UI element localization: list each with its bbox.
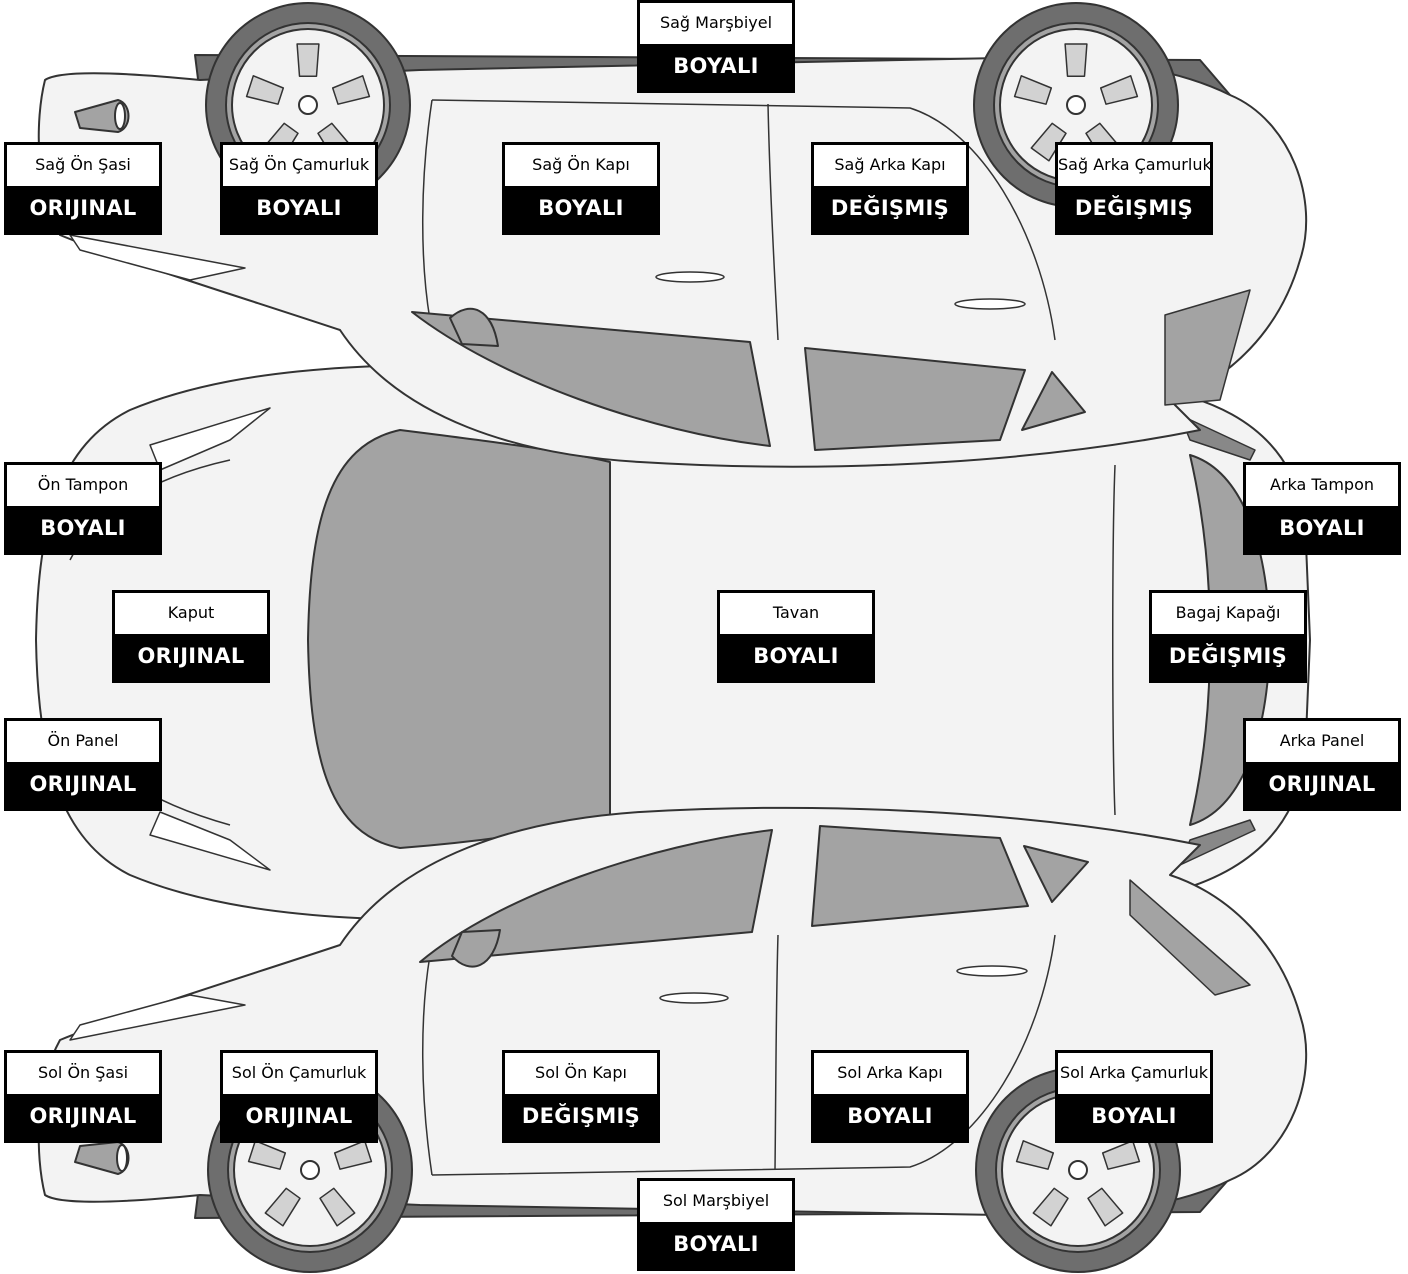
part-name: Sağ Marşbiyel [640, 3, 792, 44]
part-name: Arka Panel [1246, 721, 1398, 762]
part-name: Ön Panel [7, 721, 159, 762]
part-name: Sağ Ön Çamurluk [223, 145, 375, 186]
wheel-spoke [296, 43, 320, 77]
part-name: Sol Ön Şasi [7, 1053, 159, 1094]
part-label-sag-arka-camurluk[interactable]: Sağ Arka Çamurluk DEĞIŞMIŞ [1055, 142, 1213, 235]
part-name: Sol Ön Kapı [505, 1053, 657, 1094]
part-name: Sağ Ön Şasi [7, 145, 159, 186]
part-status: DEĞIŞMIŞ [521, 1104, 641, 1128]
wheel-spoke [1030, 122, 1067, 162]
part-name: Sağ Arka Çamurluk [1058, 145, 1210, 186]
wheel-spoke [1032, 1187, 1069, 1227]
part-name: Arka Tampon [1246, 465, 1398, 506]
part-label-sag-on-kapi[interactable]: Sağ Ön Kapı BOYALI [502, 142, 660, 235]
part-status: BOYALI [256, 196, 342, 220]
part-status: BOYALI [40, 516, 126, 540]
top-view-car [35, 363, 1311, 922]
wheel-spoke [319, 1187, 356, 1227]
part-name: Sol Arka Çamurluk [1058, 1053, 1210, 1094]
part-label-sag-on-camurluk[interactable]: Sağ Ön Çamurluk BOYALI [220, 142, 378, 235]
part-status: BOYALI [847, 1104, 933, 1128]
part-status: BOYALI [753, 644, 839, 668]
part-label-bagaj-kapagi[interactable]: Bagaj Kapağı DEĞIŞMIŞ [1149, 590, 1307, 683]
part-name: Tavan [720, 593, 872, 634]
part-status: BOYALI [1279, 516, 1365, 540]
part-name: Sol Arka Kapı [814, 1053, 966, 1094]
part-label-sol-marsbiyel[interactable]: Sol Marşbiyel BOYALI [637, 1178, 795, 1271]
part-name: Sağ Ön Kapı [505, 145, 657, 186]
part-label-arka-tampon[interactable]: Arka Tampon BOYALI [1243, 462, 1401, 555]
wheel-spoke [1064, 43, 1088, 77]
top-windshield [307, 429, 611, 849]
part-status: DEĞIŞMIŞ [830, 196, 950, 220]
part-label-kaput[interactable]: Kaput ORIJINAL [112, 590, 270, 683]
part-label-on-tampon[interactable]: Ön Tampon BOYALI [4, 462, 162, 555]
part-label-on-panel[interactable]: Ön Panel ORIJINAL [4, 718, 162, 811]
wheel-spoke [1087, 1187, 1124, 1227]
part-label-sol-on-sasi[interactable]: Sol Ön Şasi ORIJINAL [4, 1050, 162, 1143]
part-status: ORIJINAL [29, 1104, 137, 1128]
part-name: Ön Tampon [7, 465, 159, 506]
wheel-spoke [333, 1140, 373, 1170]
part-label-tavan[interactable]: Tavan BOYALI [717, 590, 875, 683]
wheel-spoke [1013, 75, 1053, 105]
part-status: ORIJINAL [29, 772, 137, 796]
part-label-sag-on-sasi[interactable]: Sağ Ön Şasi ORIJINAL [4, 142, 162, 235]
part-label-sol-on-camurluk[interactable]: Sol Ön Çamurluk ORIJINAL [220, 1050, 378, 1143]
part-label-arka-panel[interactable]: Arka Panel ORIJINAL [1243, 718, 1401, 811]
part-label-sol-arka-camurluk[interactable]: Sol Arka Çamurluk BOYALI [1055, 1050, 1213, 1143]
part-label-sag-marsbiyel[interactable]: Sağ Marşbiyel BOYALI [637, 0, 795, 93]
part-status: BOYALI [673, 1232, 759, 1256]
part-status: ORIJINAL [137, 644, 245, 668]
part-status: BOYALI [673, 54, 759, 78]
part-label-sol-arka-kapi[interactable]: Sol Arka Kapı BOYALI [811, 1050, 969, 1143]
part-status: BOYALI [538, 196, 624, 220]
part-status: DEĞIŞMIŞ [1074, 196, 1194, 220]
part-name: Sol Ön Çamurluk [223, 1053, 375, 1094]
wheel-spoke [1101, 1140, 1141, 1170]
part-name: Bagaj Kapağı [1152, 593, 1304, 634]
part-label-sag-arka-kapi[interactable]: Sağ Arka Kapı DEĞIŞMIŞ [811, 142, 969, 235]
wheel-spoke [1015, 1140, 1055, 1170]
wheel-spoke [331, 75, 371, 105]
wheel-spoke [245, 75, 285, 105]
part-status: ORIJINAL [1268, 772, 1376, 796]
part-name: Sağ Arka Kapı [814, 145, 966, 186]
part-status: BOYALI [1091, 1104, 1177, 1128]
part-label-sol-on-kapi[interactable]: Sol Ön Kapı DEĞIŞMIŞ [502, 1050, 660, 1143]
wheel-spoke [264, 1187, 301, 1227]
part-status: ORIJINAL [245, 1104, 353, 1128]
wheel-spoke [1099, 75, 1139, 105]
part-status: DEĞIŞMIŞ [1168, 644, 1288, 668]
part-name: Kaput [115, 593, 267, 634]
right-side-view-car [37, 2, 1308, 468]
part-status: ORIJINAL [29, 196, 137, 220]
part-name: Sol Marşbiyel [640, 1181, 792, 1222]
